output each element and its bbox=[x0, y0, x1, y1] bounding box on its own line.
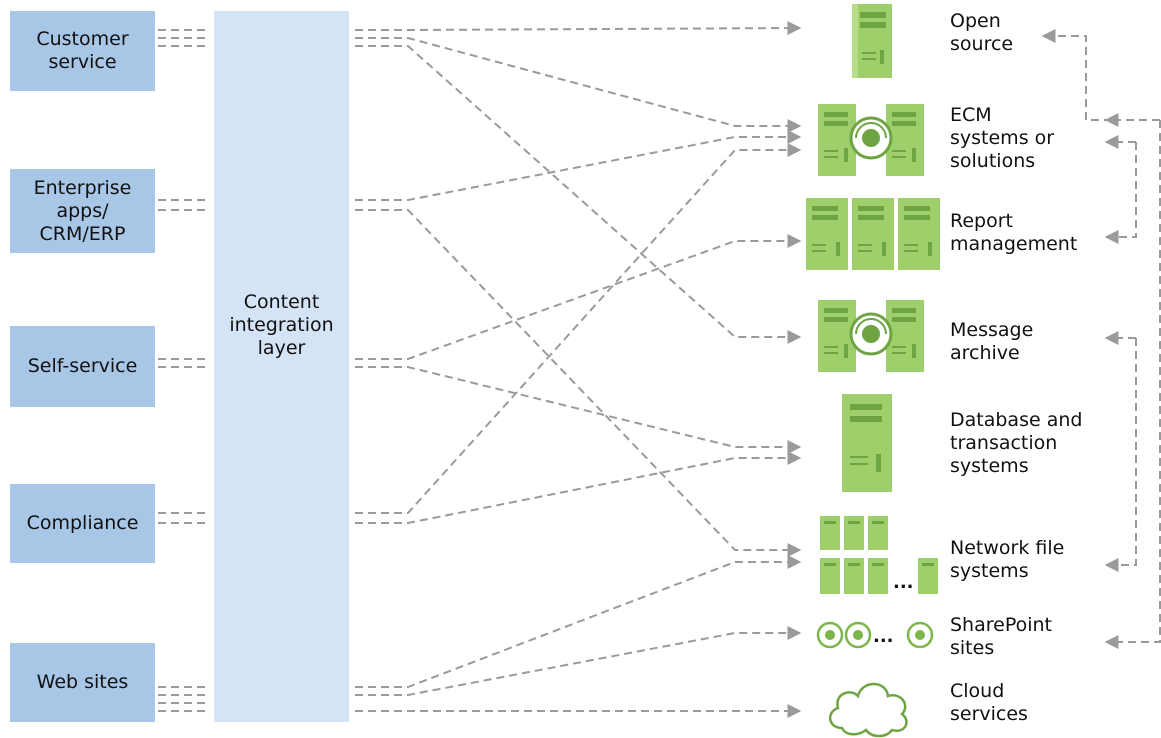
ellipsis-label: ... bbox=[893, 572, 914, 593]
connector-arrow bbox=[355, 130, 802, 201]
target-label-open-source: Open source bbox=[950, 10, 1014, 55]
connector-arrow bbox=[355, 234, 802, 360]
connector-arrow bbox=[355, 143, 802, 514]
target-label-ecm: ECM systems or solutions bbox=[950, 104, 1055, 172]
stub-line bbox=[158, 512, 210, 524]
connector-arrow bbox=[355, 21, 802, 36]
target-label-sharepoint: SharePoint sites bbox=[950, 614, 1053, 659]
server-icon bbox=[852, 4, 892, 78]
source-label: Self-service bbox=[27, 355, 138, 377]
connector-arrow bbox=[355, 451, 802, 524]
source-label: Web sites bbox=[36, 671, 129, 693]
stub-line bbox=[158, 358, 210, 368]
stub-line bbox=[158, 686, 210, 712]
connector-arrow bbox=[355, 626, 802, 696]
source-compliance: Compliance bbox=[10, 484, 155, 563]
source-enterprise-apps: Enterprise apps/ CRM/ERP bbox=[10, 169, 155, 253]
feedback-arrow bbox=[1104, 142, 1137, 244]
source-web-sites: Web sites bbox=[10, 643, 155, 722]
server-grid-icon bbox=[820, 516, 938, 594]
source-self-service: Self-service bbox=[10, 326, 155, 407]
sync-servers-icon bbox=[818, 300, 924, 372]
ellipsis-label: ... bbox=[873, 626, 894, 647]
content-integration-layer: Content integration layer bbox=[214, 11, 349, 722]
source-label: Compliance bbox=[26, 512, 139, 534]
target-label-database: Database and transaction systems bbox=[950, 409, 1083, 477]
feedback-arrow bbox=[1041, 29, 1112, 121]
sync-servers-icon bbox=[818, 104, 924, 176]
source-label: Customer service bbox=[36, 28, 129, 73]
cloud-icon bbox=[829, 682, 908, 738]
server-cluster-icon bbox=[806, 198, 940, 270]
connector-arrow bbox=[355, 555, 802, 688]
target-label-message-archive: Message archive bbox=[950, 319, 1034, 364]
feedback-arrow bbox=[1104, 120, 1161, 649]
connector-arrow bbox=[355, 45, 802, 344]
large-server-icon bbox=[842, 394, 892, 492]
target-label-cloud: Cloud services bbox=[950, 680, 1028, 725]
feedback-arrow bbox=[1104, 338, 1137, 572]
connector-arrow bbox=[355, 366, 802, 454]
stub-line bbox=[158, 29, 210, 47]
stub-line bbox=[158, 199, 210, 211]
connector-arrow bbox=[355, 37, 802, 133]
target-label-report-management: Report management bbox=[950, 210, 1078, 255]
sync-circles-icon bbox=[816, 621, 934, 649]
source-customer-service: Customer service bbox=[10, 11, 155, 91]
integration-layer-label: Content integration layer bbox=[229, 291, 334, 359]
source-label: Enterprise apps/ CRM/ERP bbox=[33, 176, 132, 245]
connector-arrow bbox=[355, 209, 802, 557]
target-label-network-file-systems: Network file systems bbox=[950, 537, 1065, 582]
